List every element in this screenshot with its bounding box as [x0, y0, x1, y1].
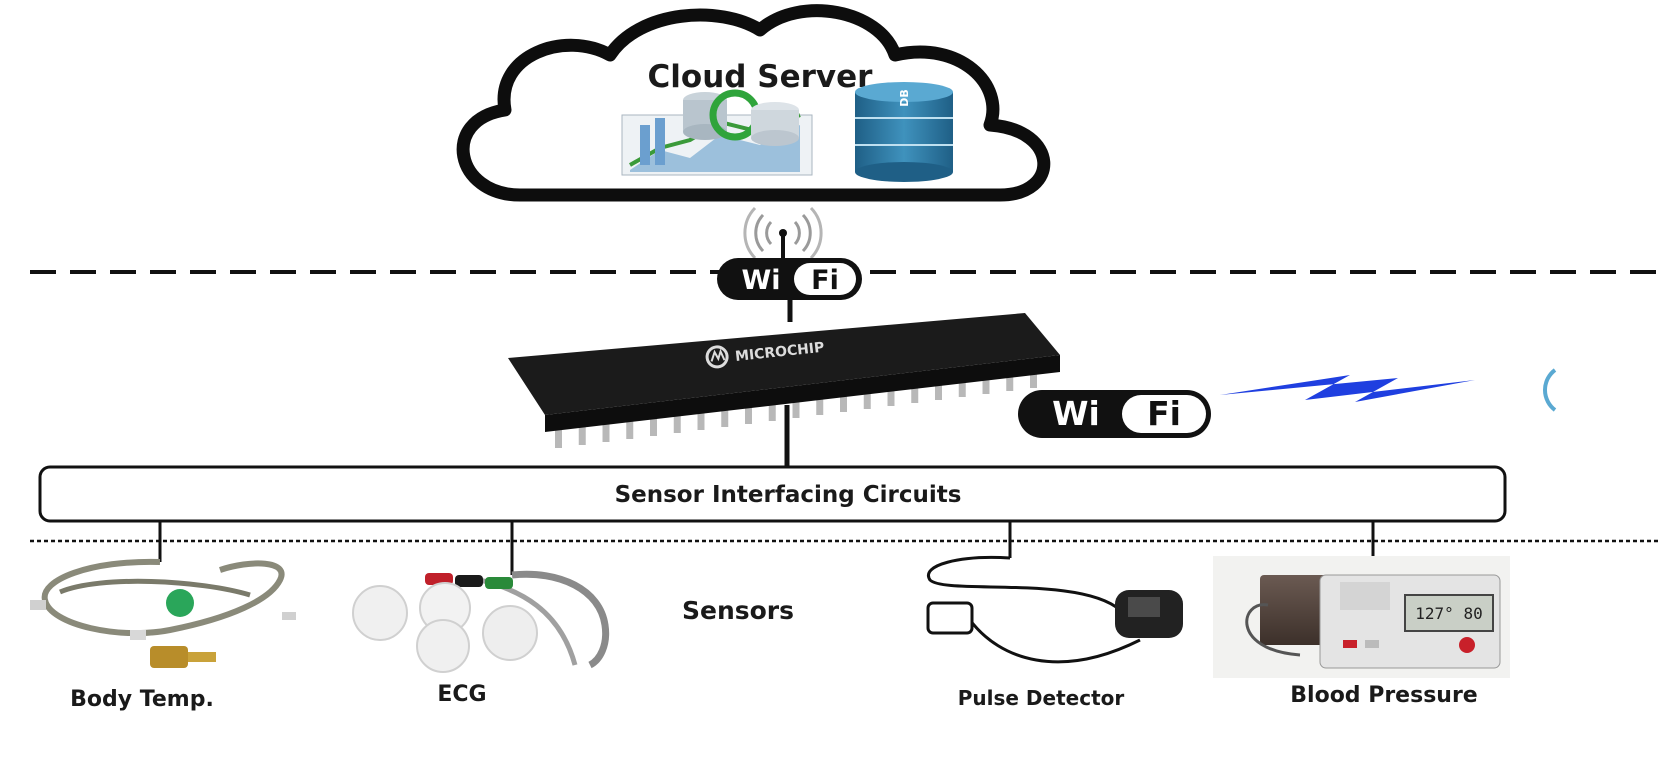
bp-display-reading: 127° 80: [1415, 604, 1482, 623]
blood-pressure-image: 127° 80: [1213, 556, 1510, 678]
chip-pin: [650, 418, 657, 436]
sensor-label-body-temp: Body Temp.: [70, 687, 214, 712]
chip-pin: [626, 421, 634, 439]
analytics-icon: [621, 89, 813, 176]
partial-wave-icon: [1543, 368, 1557, 412]
chip-pin: [958, 379, 966, 397]
body-temp-sensor-image: [30, 558, 296, 668]
ecg-sensor-image: [352, 570, 610, 673]
chip-pin: [555, 430, 562, 448]
chip-pin: [1030, 370, 1037, 388]
wifi-right-wi: Wi: [1052, 394, 1100, 433]
sensor-label-blood-pressure: Blood Pressure: [1290, 683, 1477, 708]
microcontroller-chip: MICROCHIP: [508, 313, 1060, 448]
wifi-badge-top: Wi Fi: [717, 258, 862, 300]
chip-pin: [982, 376, 990, 394]
chip-pin: [1006, 373, 1014, 391]
chip-pin: [578, 427, 586, 445]
sensor-interface-label: Sensor Interfacing Circuits: [615, 482, 962, 508]
chip-pins: [555, 370, 1037, 448]
pulse-detector-image: [926, 555, 1183, 664]
chip-pin: [911, 385, 919, 403]
chip-pin: [745, 406, 752, 424]
chip-pin: [602, 424, 610, 442]
lightning-bolt-icon: [1220, 375, 1475, 402]
chip-pin: [673, 415, 681, 433]
chip-pin: [816, 397, 824, 415]
chip-pin: [887, 388, 895, 406]
chip-pin: [863, 391, 871, 409]
wifi-right-fi: Fi: [1147, 394, 1181, 433]
wifi-top-wi: Wi: [741, 265, 780, 296]
chip-pin: [768, 403, 776, 421]
cloud-server: Cloud Server DB: [456, 4, 1051, 202]
sensor-label-ecg: ECG: [437, 682, 486, 707]
wifi-badge-right: Wi Fi: [1018, 390, 1211, 438]
chip-pin: [792, 400, 800, 418]
sensor-interface-box: [38, 465, 1507, 523]
database-icon: DB: [855, 82, 953, 182]
chip-pin: [721, 409, 729, 427]
chip-pin: [935, 382, 942, 400]
sensor-label-pulse-detector: Pulse Detector: [958, 686, 1125, 710]
antenna-icon: [743, 206, 823, 275]
sensor-connectors: [158, 521, 1375, 575]
sensors-section-label: Sensors: [682, 596, 794, 625]
chip-pin: [697, 412, 705, 430]
db-label: DB: [898, 89, 911, 107]
cloud-title: Cloud Server: [648, 59, 874, 95]
chip-pin: [840, 394, 847, 412]
wifi-top-fi: Fi: [811, 265, 839, 296]
